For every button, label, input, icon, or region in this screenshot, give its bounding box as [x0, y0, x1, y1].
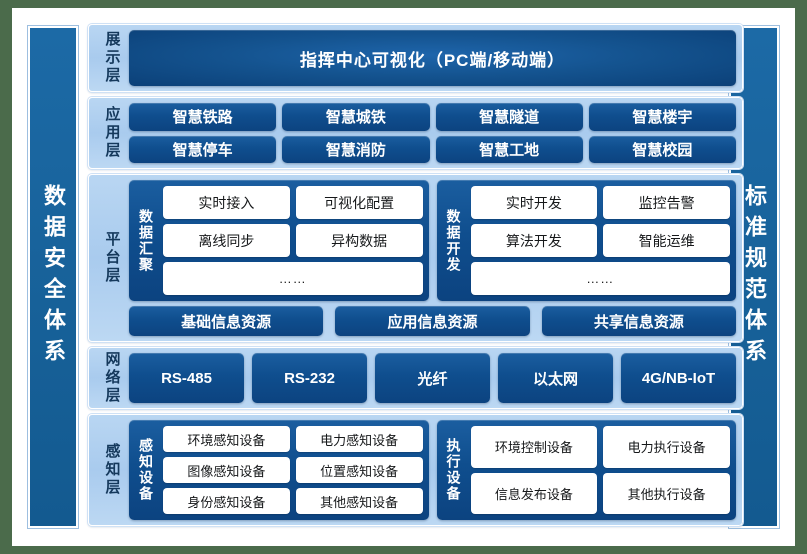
application-row-2: 智慧停车 智慧消防 智慧工地 智慧校园: [129, 135, 736, 163]
layer-application-label: 应用层: [103, 106, 121, 160]
app-item-smart-campus[interactable]: 智慧校园: [588, 135, 736, 163]
layer-platform-body: 数据汇聚 实时接入 可视化配置 离线同步 异构数据: [129, 180, 736, 336]
app-item-smart-railway[interactable]: 智慧铁路: [129, 103, 277, 131]
data-aggregation-more[interactable]: ……: [163, 262, 423, 295]
data-aggregation-row-3: ……: [163, 262, 423, 295]
layer-perception-body: 感知设备 环境感知设备 电力感知设备 图像感知设备 位置感知设备: [129, 420, 736, 520]
data-development-row-1: 实时开发 监控告警: [470, 186, 730, 219]
data-development-row-3: ……: [470, 262, 730, 295]
sidebar-data-security: 数据安全体系: [28, 26, 78, 528]
perception-group-execution-devices: 执行设备 环境控制设备 电力执行设备 信息发布设备 其他执行设备: [436, 420, 736, 520]
data-development-intelligent-ops[interactable]: 智能运维: [603, 224, 730, 257]
application-row-1: 智慧铁路 智慧城铁 智慧隧道 智慧楼宇: [129, 103, 736, 131]
layer-stack: 展示层 指挥中心可视化（PC端/移动端） 应用层 智慧铁路 智慧城铁 智慧隧道 …: [88, 24, 743, 530]
diagram-frame: 数据安全体系 标准规范体系 展示层 指挥中心可视化（PC端/移动端） 应用层: [12, 8, 795, 546]
platform-group-data-development-label: 数据开发: [445, 208, 462, 273]
platform-group-data-aggregation-grid: 实时接入 可视化配置 离线同步 异构数据 ……: [163, 186, 423, 295]
platform-group-data-aggregation-label-wrap: 数据汇聚: [135, 186, 157, 295]
sensing-location-device[interactable]: 位置感知设备: [295, 457, 423, 483]
app-item-smart-tunnel[interactable]: 智慧隧道: [435, 103, 583, 131]
layer-perception-label-wrap: 感知层: [95, 420, 129, 520]
layer-presentation-label-wrap: 展示层: [95, 30, 129, 86]
app-item-smart-construction-site[interactable]: 智慧工地: [435, 135, 583, 163]
perception-groups: 感知设备 环境感知设备 电力感知设备 图像感知设备 位置感知设备: [129, 420, 736, 520]
platform-groups: 数据汇聚 实时接入 可视化配置 离线同步 异构数据: [129, 180, 736, 301]
execution-power-device[interactable]: 电力执行设备: [603, 426, 730, 468]
perception-group-sensing-devices: 感知设备 环境感知设备 电力感知设备 图像感知设备 位置感知设备: [129, 420, 429, 520]
data-development-more[interactable]: ……: [470, 262, 730, 295]
layer-application: 应用层 智慧铁路 智慧城铁 智慧隧道 智慧楼宇 智慧停车 智慧消防 智慧工地 智…: [88, 97, 743, 169]
sensing-row-1: 环境感知设备 电力感知设备: [163, 426, 423, 452]
data-aggregation-visual-config[interactable]: 可视化配置: [295, 186, 423, 219]
execution-environment-control-device[interactable]: 环境控制设备: [470, 426, 598, 468]
sensing-identity-device[interactable]: 身份感知设备: [163, 488, 290, 514]
resource-basic-information[interactable]: 基础信息资源: [129, 306, 324, 336]
execution-row-1: 环境控制设备 电力执行设备: [470, 426, 730, 468]
perception-group-sensing-devices-label-wrap: 感知设备: [135, 426, 157, 514]
app-item-smart-firefighting[interactable]: 智慧消防: [282, 135, 430, 163]
platform-group-data-development-label-wrap: 数据开发: [443, 186, 465, 295]
perception-group-execution-devices-label-wrap: 执行设备: [443, 426, 465, 514]
data-aggregation-row-2: 离线同步 异构数据: [163, 224, 423, 257]
layer-network-label-wrap: 网络层: [95, 351, 129, 405]
platform-group-data-development: 数据开发 实时开发 监控告警 算法开发 智能运维: [436, 180, 736, 301]
sidebar-data-security-label: 数据安全体系: [41, 184, 66, 370]
network-item-ethernet[interactable]: 以太网: [498, 353, 613, 403]
sensing-other-device[interactable]: 其他感知设备: [295, 488, 423, 514]
layer-network-label: 网络层: [103, 351, 121, 405]
platform-group-data-aggregation-label: 数据汇聚: [138, 208, 154, 273]
layer-presentation: 展示层 指挥中心可视化（PC端/移动端）: [88, 24, 743, 92]
sensing-environment-device[interactable]: 环境感知设备: [163, 426, 290, 452]
execution-other-device[interactable]: 其他执行设备: [603, 472, 730, 514]
presentation-command-center-box[interactable]: 指挥中心可视化（PC端/移动端）: [129, 30, 736, 86]
app-item-smart-building[interactable]: 智慧楼宇: [588, 103, 736, 131]
sensing-row-3: 身份感知设备 其他感知设备: [163, 488, 423, 514]
layer-perception: 感知层 感知设备 环境感知设备 电力感知设备: [88, 414, 743, 526]
platform-resources-row: 基础信息资源 应用信息资源 共享信息资源: [129, 306, 736, 336]
layer-application-body: 智慧铁路 智慧城铁 智慧隧道 智慧楼宇 智慧停车 智慧消防 智慧工地 智慧校园: [129, 103, 736, 163]
network-item-4g-nbiot[interactable]: 4G/NB-IoT: [621, 353, 736, 403]
layer-application-label-wrap: 应用层: [95, 103, 129, 163]
data-development-monitoring-alarm[interactable]: 监控告警: [603, 186, 730, 219]
sensing-image-device[interactable]: 图像感知设备: [163, 457, 290, 483]
data-development-algorithm-dev[interactable]: 算法开发: [470, 224, 598, 257]
layer-platform-label: 平台层: [103, 231, 121, 285]
resource-application-information[interactable]: 应用信息资源: [335, 306, 530, 336]
execution-info-release-device[interactable]: 信息发布设备: [470, 472, 598, 514]
data-development-row-2: 算法开发 智能运维: [470, 224, 730, 257]
layer-network: 网络层 RS-485 RS-232 光纤 以太网 4G/NB-IoT: [88, 347, 743, 409]
layer-network-body: RS-485 RS-232 光纤 以太网 4G/NB-IoT: [129, 353, 736, 403]
resource-shared-information[interactable]: 共享信息资源: [541, 306, 736, 336]
perception-group-sensing-devices-label: 感知设备: [138, 438, 154, 502]
sensing-row-2: 图像感知设备 位置感知设备: [163, 457, 423, 483]
execution-row-2: 信息发布设备 其他执行设备: [470, 472, 730, 514]
data-aggregation-offline-sync[interactable]: 离线同步: [163, 224, 290, 257]
layer-presentation-label: 展示层: [103, 31, 121, 85]
perception-group-execution-devices-label: 执行设备: [445, 438, 462, 502]
platform-group-data-aggregation: 数据汇聚 实时接入 可视化配置 离线同步 异构数据: [129, 180, 429, 301]
perception-sensing-grid: 环境感知设备 电力感知设备 图像感知设备 位置感知设备 身份感知设备 其他感知设…: [163, 426, 423, 514]
data-aggregation-realtime-access[interactable]: 实时接入: [163, 186, 290, 219]
layer-platform: 平台层 数据汇聚 实时接入 可视化配置: [88, 174, 743, 342]
network-items-row: RS-485 RS-232 光纤 以太网 4G/NB-IoT: [129, 353, 736, 403]
network-item-fiber[interactable]: 光纤: [375, 353, 490, 403]
layer-platform-label-wrap: 平台层: [95, 180, 129, 336]
app-item-smart-parking[interactable]: 智慧停车: [129, 135, 277, 163]
platform-group-data-development-grid: 实时开发 监控告警 算法开发 智能运维 ……: [470, 186, 730, 295]
network-item-rs232[interactable]: RS-232: [252, 353, 367, 403]
app-item-smart-urban-rail[interactable]: 智慧城铁: [282, 103, 430, 131]
network-item-rs485[interactable]: RS-485: [129, 353, 244, 403]
layer-perception-label: 感知层: [103, 443, 121, 497]
perception-execution-grid: 环境控制设备 电力执行设备 信息发布设备 其他执行设备: [470, 426, 730, 514]
sensing-power-device[interactable]: 电力感知设备: [295, 426, 423, 452]
layer-presentation-body: 指挥中心可视化（PC端/移动端）: [129, 30, 736, 86]
data-aggregation-row-1: 实时接入 可视化配置: [163, 186, 423, 219]
data-aggregation-heterogeneous-data[interactable]: 异构数据: [295, 224, 423, 257]
sidebar-standards-label: 标准规范体系: [742, 184, 767, 370]
data-development-realtime-dev[interactable]: 实时开发: [470, 186, 598, 219]
